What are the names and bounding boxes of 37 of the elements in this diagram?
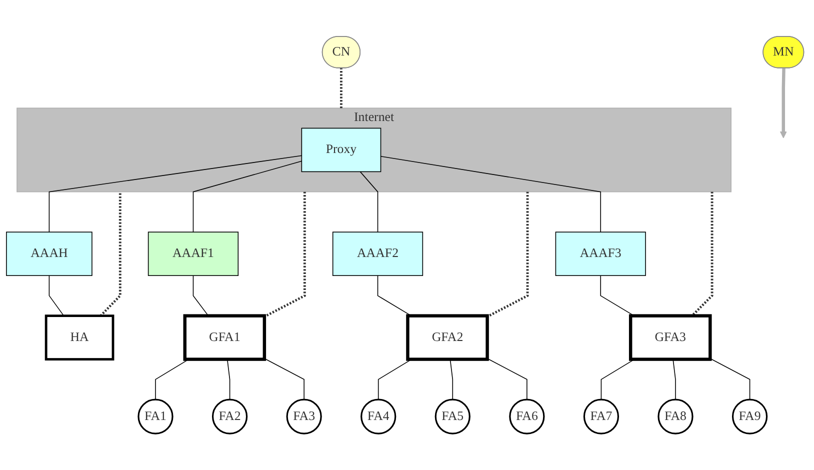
connector [360,171,378,232]
node-box: Proxy [301,128,382,172]
node-box: AAAF2 [332,232,424,276]
connector [450,358,454,400]
connector [264,192,306,318]
connector [672,358,676,400]
connector [378,358,412,400]
node-box: GFA2 [406,314,489,361]
connector [264,358,304,400]
node-circle: FA5 [434,398,470,434]
node-circle: FA8 [658,398,694,434]
connector [486,192,529,318]
node-circle: FA3 [286,398,322,434]
connector [192,275,209,316]
node-circle: FA1 [138,398,174,434]
node-circle: FA2 [212,398,248,434]
connector [380,156,602,232]
connector [48,155,302,232]
node-box: GFA1 [183,314,266,361]
connector [340,68,342,108]
node-box: AAAH [6,232,92,276]
connector [192,160,302,232]
node-circle: FA4 [360,398,396,434]
connector [48,275,64,316]
connector [710,358,750,400]
arrow [780,68,787,138]
node-box: GFA3 [628,314,712,361]
node-box: AAAF1 [148,232,239,276]
node-circle: FA9 [732,398,768,434]
connector [691,192,714,317]
node-box: HA [44,314,114,360]
connector [226,358,230,400]
connector [100,192,122,317]
node-circle: FA7 [583,398,620,434]
node-box: AAAF3 [555,232,646,276]
node-circle: FA6 [509,398,545,434]
connector [486,358,528,400]
